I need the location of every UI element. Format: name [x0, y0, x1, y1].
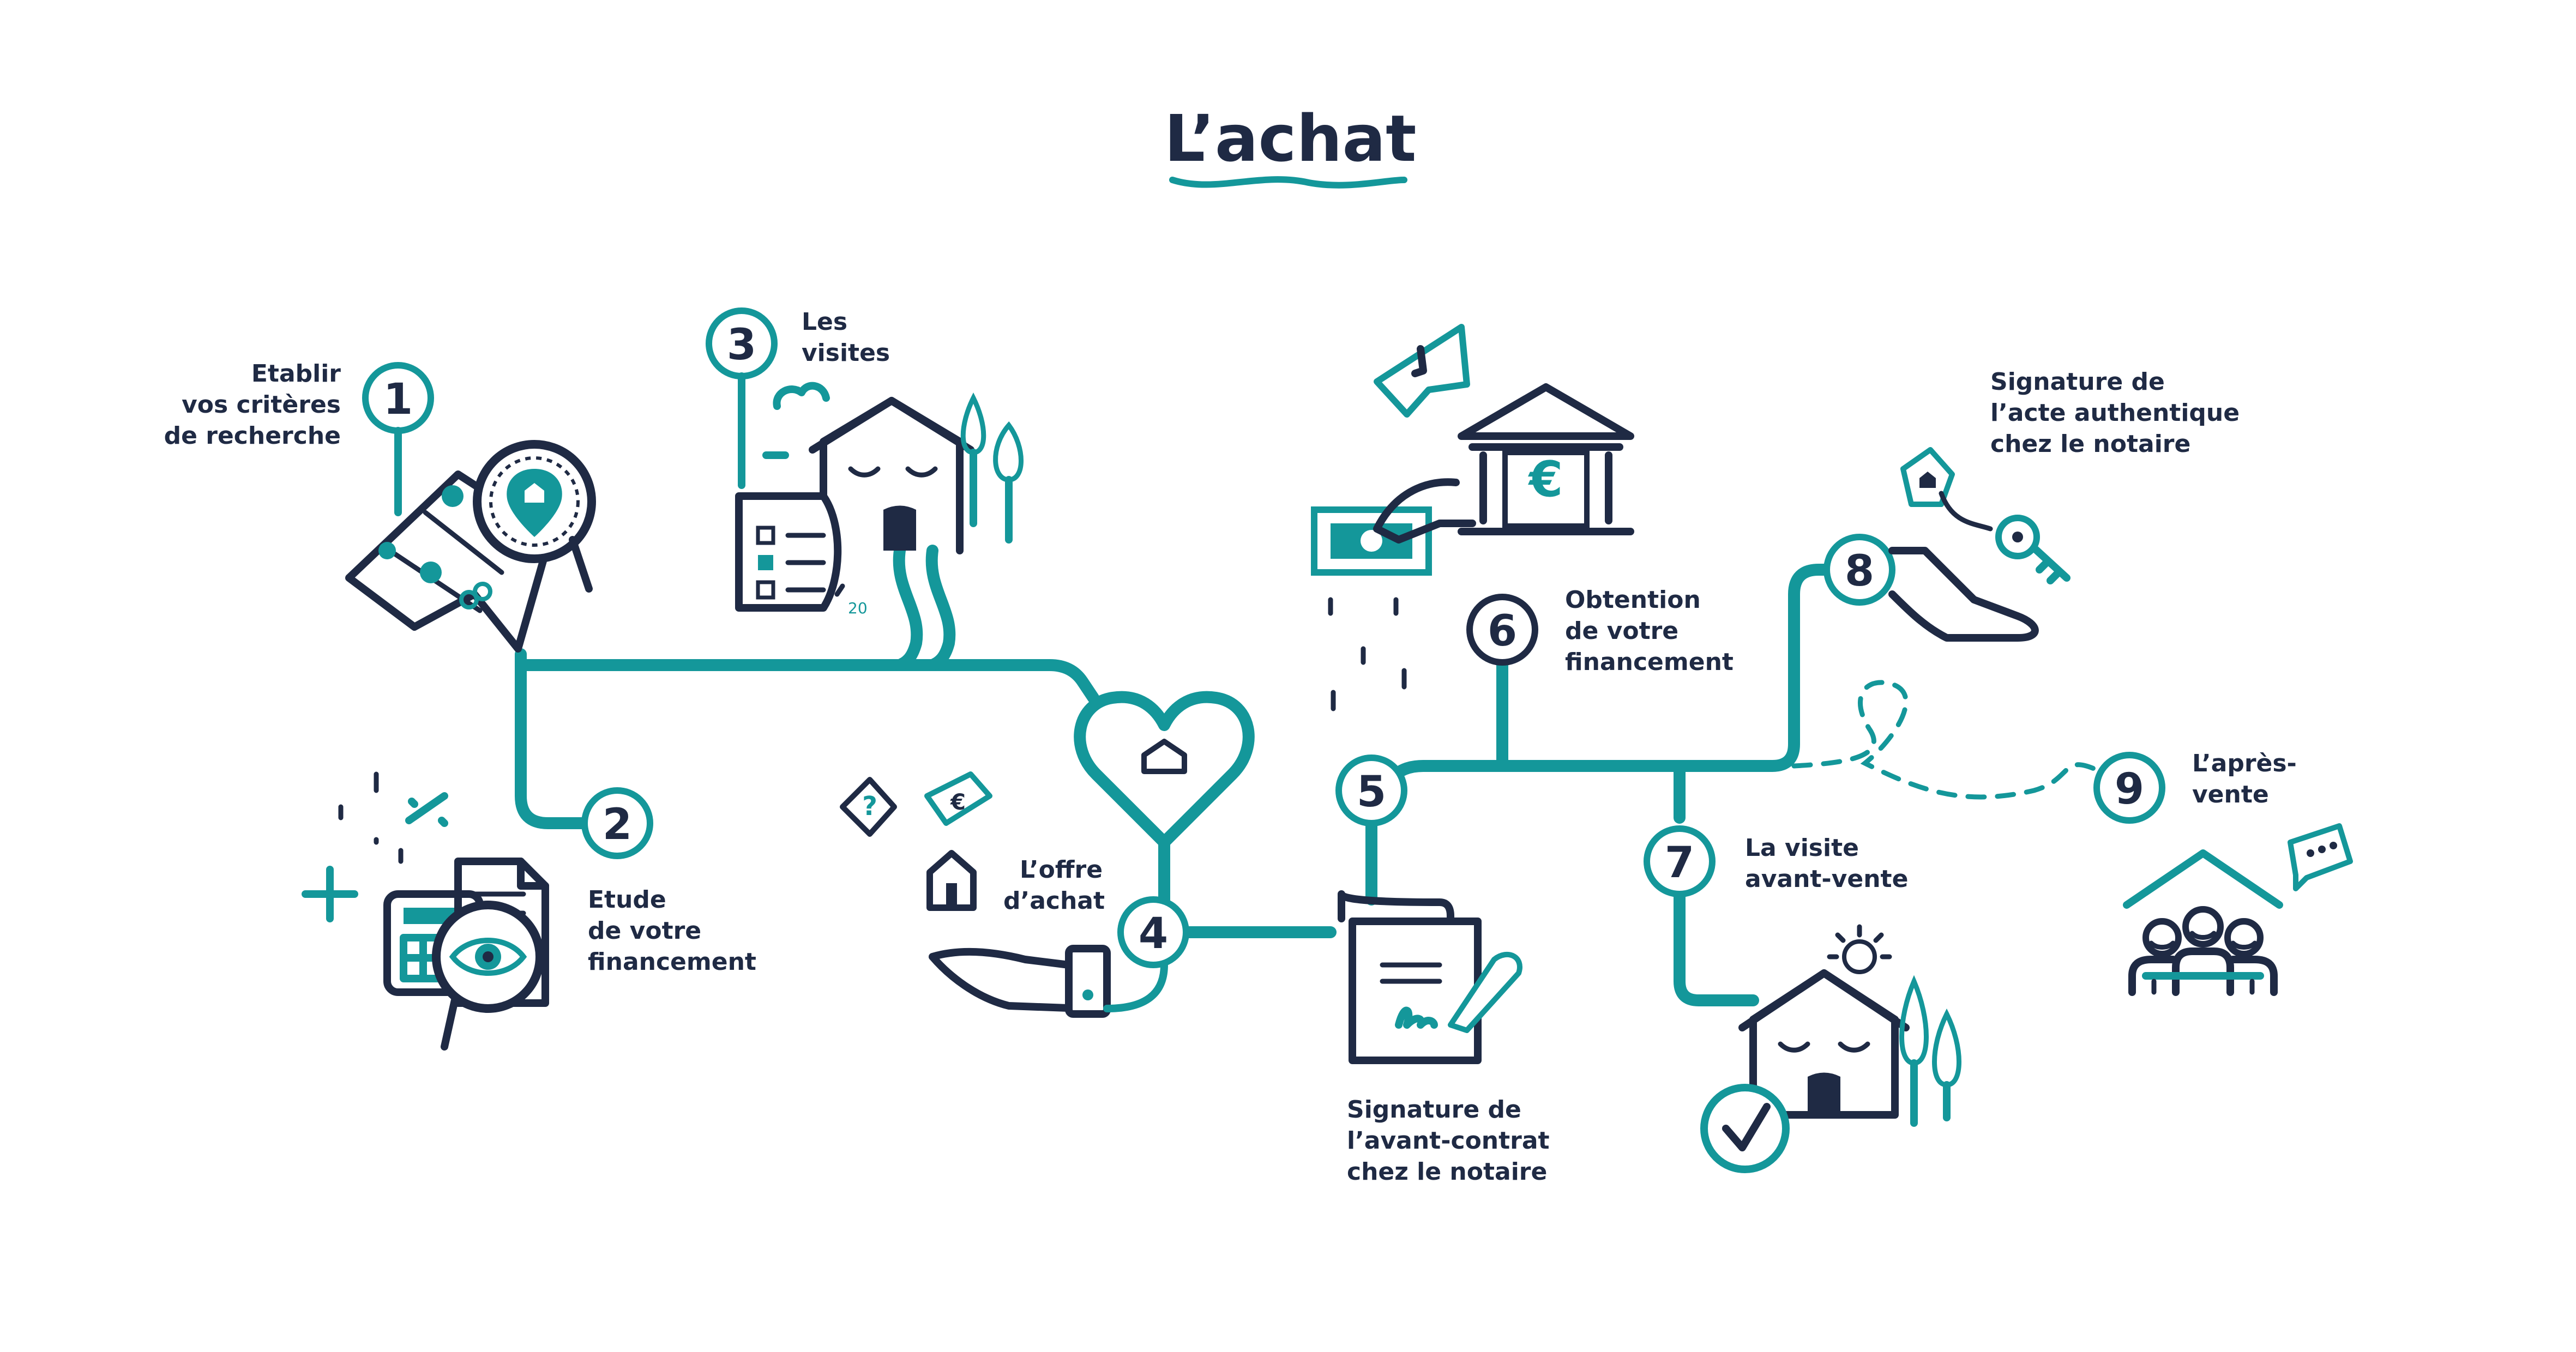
step-7-label-line1: La visite — [1745, 834, 1859, 862]
step-8-label-line1: Signature de — [1990, 368, 2165, 396]
contract-scroll-pen-icon — [1338, 890, 1522, 1064]
step-9-label-line2: vente — [2192, 781, 2269, 808]
step-4-label-line1: L’offre — [1020, 856, 1103, 884]
price-tag-icon — [924, 771, 992, 826]
step-5-label-line1: Signature de — [1347, 1096, 1521, 1124]
step-7-label-line2: avant-vente — [1745, 865, 1908, 893]
step-6-number: 6 — [1488, 607, 1517, 656]
step-2-number: 2 — [603, 800, 632, 849]
process-path — [515, 545, 2097, 1006]
page-title: L’achat — [1164, 101, 1417, 176]
dashed-path-to-after-sale — [1791, 680, 2097, 800]
step-7-number: 7 — [1665, 838, 1694, 888]
step-1: 1 Etablir vos critères de recherche — [164, 360, 596, 653]
price-tag-euro: € — [950, 790, 966, 815]
family-house-icon — [2123, 823, 2353, 996]
step-7: 7 La visite avant-vente — [1644, 825, 1961, 1173]
step-3: 3 Les visites 20 — [706, 307, 1024, 617]
step-1-label-line2: vos critères — [182, 391, 341, 419]
step-5-label-line3: chez le notaire — [1347, 1158, 1547, 1186]
step-2-label-line2: de votre — [588, 917, 701, 945]
house-visit-checklist-icon: 20 — [735, 382, 1024, 617]
question-mark: ? — [862, 791, 877, 822]
bank-euro-icon: € — [1311, 324, 1634, 711]
step-6-label-line3: financement — [1565, 648, 1734, 676]
hand-keys-icon — [1888, 447, 2071, 642]
step-2-badge — [581, 787, 653, 859]
step-5-label-line2: l’avant-contrat — [1347, 1127, 1550, 1155]
step-9-number: 9 — [2115, 765, 2144, 814]
step-2-label-line3: financement — [588, 948, 756, 976]
step-5-badge — [1335, 755, 1407, 826]
step-8: 8 Signature de l’acte authentique chez l… — [1823, 368, 2240, 642]
step-8-label-line3: chez le notaire — [1990, 430, 2190, 458]
title-block: L’achat — [1164, 101, 1417, 189]
step-2-label-line1: Etude — [588, 886, 666, 914]
step-4: 4 L’offre d’achat ? € — [840, 739, 1189, 1018]
step-6-label-line1: Obtention — [1565, 586, 1701, 614]
step-5-number: 5 — [1357, 768, 1386, 817]
title-underline — [1169, 176, 1407, 189]
step-3-label-line2: visites — [802, 339, 890, 367]
step-6-label-line2: de votre — [1565, 617, 1678, 645]
heart-shape — [1074, 691, 1255, 848]
heart-house-icon — [1141, 739, 1187, 774]
step-6: 6 Obtention de votre financement € — [1311, 324, 1734, 711]
map-search-icon — [345, 440, 596, 653]
small-house-icon — [926, 850, 977, 911]
step-9-label-line1: L’après- — [2192, 750, 2297, 777]
house-checkmark-icon — [1700, 924, 1961, 1173]
step-1-label-line1: Etablir — [251, 360, 341, 388]
step-3-label-line1: Les — [802, 308, 847, 336]
question-tag-icon — [840, 777, 897, 837]
step-8-label-line2: l’acte authentique — [1990, 399, 2240, 427]
step-4-number: 4 — [1139, 909, 1168, 958]
checklist-number: 20 — [848, 599, 868, 617]
step-8-badge — [1823, 534, 1895, 606]
step-9-badge — [2093, 752, 2165, 824]
step-9: 9 L’après- vente — [2093, 750, 2353, 996]
step-5: 5 Signature de l’avant-contrat chez le n… — [1335, 755, 1550, 1186]
hand-offer-icon: ? € — [840, 771, 1168, 1018]
step-3-number: 3 — [727, 321, 756, 370]
bank-euro-symbol: € — [1528, 451, 1563, 508]
calculator-document-eye-icon — [302, 771, 549, 1051]
step-4-badge — [1117, 896, 1189, 968]
step-2: 2 Etude de votre financement — [302, 771, 756, 1051]
step-7-badge — [1644, 825, 1716, 897]
step-4-label-line2: d’achat — [1003, 887, 1105, 915]
step-8-number: 8 — [1845, 547, 1874, 596]
step-1-number: 1 — [383, 375, 413, 424]
step-1-label-line3: de recherche — [164, 422, 341, 450]
step-6-badge — [1466, 594, 1538, 666]
